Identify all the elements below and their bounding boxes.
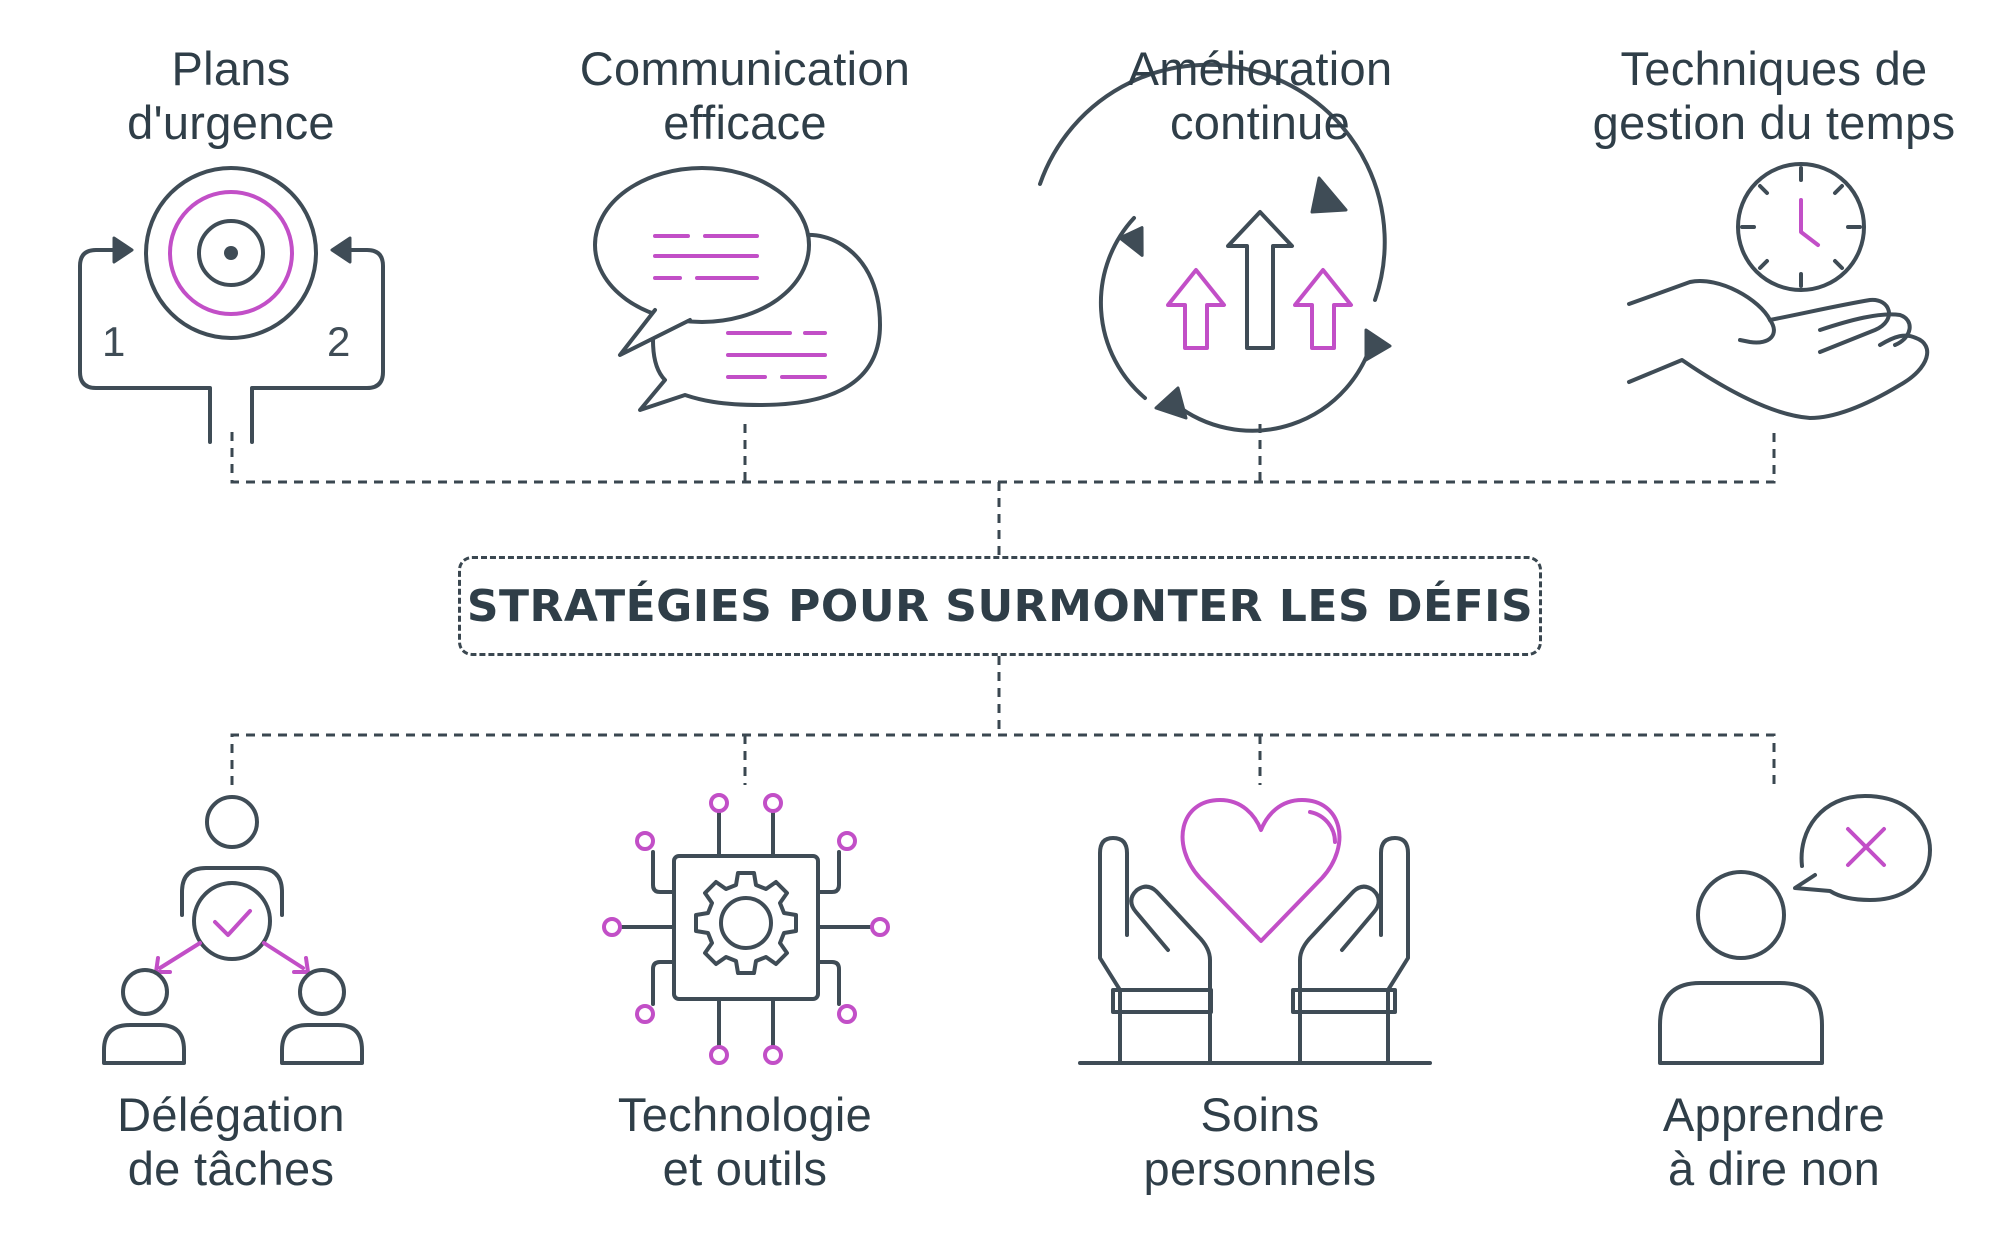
label-line: d'urgence xyxy=(127,96,335,149)
label-line: Apprendre xyxy=(1662,1088,1886,1141)
label-soins: Soins personnels xyxy=(1000,1088,1520,1196)
label-line: à dire non xyxy=(1667,1142,1881,1195)
chip-gear-icon xyxy=(602,793,890,1065)
person-no-icon xyxy=(1658,794,1932,1065)
label-line: Communication xyxy=(579,42,911,95)
label-line: Délégation xyxy=(117,1088,345,1141)
label-line: continue xyxy=(1169,96,1351,149)
label-line: personnels xyxy=(1143,1142,1377,1195)
label-line: gestion du temps xyxy=(1592,96,1956,149)
target-icon xyxy=(78,166,385,444)
label-line: de tâches xyxy=(127,1142,335,1195)
label-gestion-temps: Techniques de gestion du temps xyxy=(1514,42,2000,150)
center-title: STRATÉGIES POUR SURMONTER LES DÉFIS xyxy=(466,580,1534,632)
label-technologie: Technologie et outils xyxy=(485,1088,1005,1196)
label-delegation: Délégation de tâches xyxy=(0,1088,491,1196)
delegation-icon xyxy=(102,795,364,1065)
label-line: efficace xyxy=(663,96,827,149)
center-title-box: STRATÉGIES POUR SURMONTER LES DÉFIS xyxy=(458,556,1542,656)
label-amelioration: Amélioration continue xyxy=(1000,42,1520,150)
top-connectors xyxy=(230,424,1776,556)
label-line: Amélioration xyxy=(1127,42,1393,95)
label-line: Soins xyxy=(1200,1088,1320,1141)
marker-two: 2 xyxy=(327,318,351,365)
label-dire-non: Apprendre à dire non xyxy=(1514,1088,2000,1196)
bottom-connectors xyxy=(230,656,1776,785)
marker-one: 1 xyxy=(102,318,126,365)
cycle-arrows-icon xyxy=(1038,62,1392,433)
label-line: Technologie xyxy=(617,1088,873,1141)
label-line: Techniques de xyxy=(1620,42,1928,95)
label-plans-urgence: Plans d'urgence xyxy=(0,42,491,150)
label-line: Plans xyxy=(171,42,291,95)
hands-heart-icon xyxy=(1078,798,1432,1065)
clock-hand-icon xyxy=(1627,162,1930,420)
speech-bubbles-icon xyxy=(593,166,882,412)
label-line: et outils xyxy=(662,1142,828,1195)
label-communication: Communication efficace xyxy=(485,42,1005,150)
